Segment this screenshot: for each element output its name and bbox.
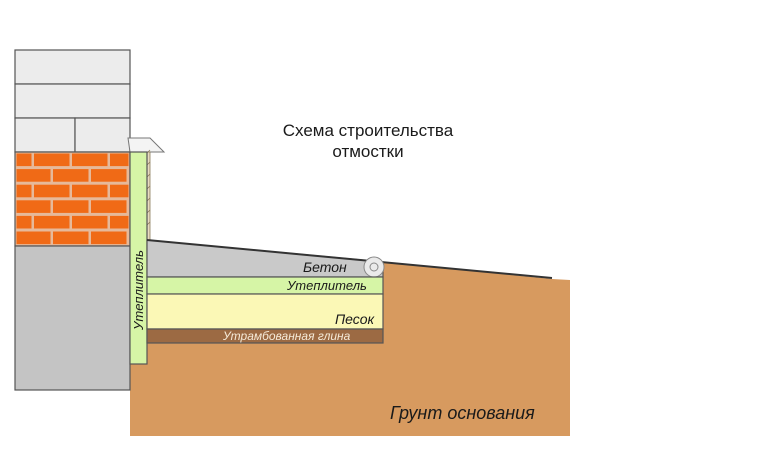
wall-bricks	[14, 151, 131, 247]
sand-label: Песок	[335, 311, 376, 327]
ground-label: Грунт основания	[390, 403, 535, 423]
brick	[53, 231, 89, 245]
expansion-joint-icon	[363, 256, 385, 278]
brick	[53, 169, 89, 182]
sand-layer	[146, 293, 384, 330]
vertical-insulation-label: Утеплитель	[131, 250, 146, 331]
wall-blocks	[14, 49, 131, 153]
block-row-3-right	[74, 117, 131, 153]
block-row-2	[14, 83, 131, 119]
brick	[72, 184, 108, 198]
surface-slope-line	[146, 239, 553, 279]
brick	[72, 215, 108, 229]
brick	[16, 231, 51, 245]
brick	[110, 184, 129, 198]
block-row-1	[14, 49, 131, 85]
brick-background	[14, 151, 131, 247]
brick	[110, 153, 129, 167]
brick	[34, 153, 70, 167]
brick	[16, 169, 51, 182]
brick	[34, 184, 70, 198]
foundation	[14, 245, 131, 391]
diagram-title-line-1: Схема строительства	[283, 121, 454, 140]
brick	[91, 169, 127, 182]
drip-flashing	[127, 137, 166, 153]
brick	[91, 231, 127, 245]
diagram-title-line-2: отмостки	[332, 142, 403, 161]
brick	[34, 215, 70, 229]
clay-layer	[146, 328, 384, 344]
horizontal-insulation-label: Утеплитель	[286, 278, 367, 293]
brick	[16, 200, 51, 213]
brick	[53, 200, 89, 213]
brick	[16, 153, 32, 167]
brick	[72, 153, 108, 167]
block-row-3-left	[14, 117, 76, 153]
brick-courses	[16, 153, 129, 245]
brick	[16, 215, 32, 229]
brick	[91, 200, 127, 213]
brick	[16, 184, 32, 198]
brick	[110, 215, 129, 229]
clay-label: Утрамбованная глина	[222, 329, 351, 343]
concrete-label: Бетон	[303, 259, 347, 275]
